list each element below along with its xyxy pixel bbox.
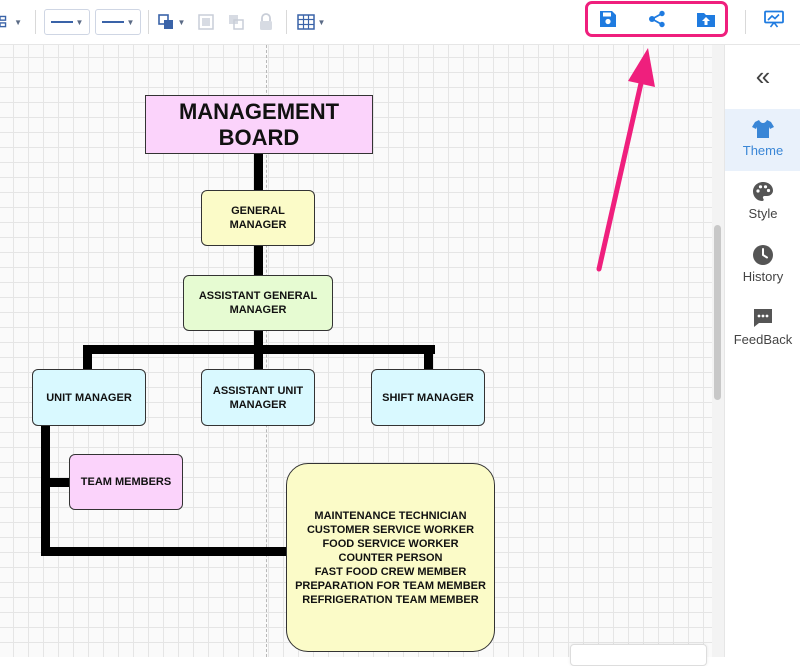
- save-button[interactable]: [596, 5, 620, 33]
- sidebar-item-label: History: [742, 269, 784, 284]
- line-end-icon: [101, 21, 124, 23]
- connector: [41, 426, 50, 556]
- divider: [286, 10, 287, 34]
- node-label: ASSISTANT UNIT MANAGER: [212, 384, 304, 411]
- node-label: GENERAL MANAGER: [229, 205, 287, 231]
- chevron-down-icon: ▼: [14, 17, 22, 27]
- node-label: ASSISTANT GENERAL MANAGER: [198, 290, 318, 316]
- sidebar-item-label: Theme: [742, 143, 784, 158]
- connector: [424, 345, 433, 369]
- node-management-board[interactable]: MANAGEMENT BOARD: [145, 95, 373, 154]
- table-icon: [296, 14, 315, 30]
- palette-icon: [753, 182, 773, 201]
- layout-button[interactable]: ▼: [0, 8, 22, 36]
- highlight-box: [585, 1, 728, 37]
- node-label: MAINTENANCE TECHNICIAN CUSTOMER SERVICE …: [295, 509, 486, 606]
- node-assistant-general-manager[interactable]: ASSISTANT GENERAL MANAGER: [183, 275, 333, 331]
- node-unit-manager[interactable]: UNIT MANAGER: [32, 369, 146, 426]
- connector: [254, 245, 263, 275]
- divider: [745, 10, 746, 34]
- page-tab[interactable]: [570, 644, 707, 666]
- present-icon: [764, 10, 784, 28]
- scrollbar-thumb[interactable]: [714, 225, 721, 400]
- arrange-icon: [157, 14, 173, 29]
- sidebar-item-label: FeedBack: [733, 332, 793, 347]
- node-label: UNIT MANAGER: [46, 391, 132, 404]
- share-button[interactable]: [645, 5, 669, 33]
- node-shift-manager[interactable]: SHIFT MANAGER: [371, 369, 485, 426]
- diagram-canvas[interactable]: MANAGEMENT BOARD GENERAL MANAGER ASSISTA…: [0, 45, 712, 657]
- table-button[interactable]: ▼: [296, 8, 326, 36]
- chevron-down-icon: ▼: [75, 17, 84, 27]
- line-style-icon: [50, 21, 73, 23]
- right-sidebar: « Theme Style History FeedBack: [724, 45, 800, 657]
- ungroup-button[interactable]: [226, 8, 246, 36]
- connector: [254, 152, 263, 191]
- toolbar: ▼ ▼ ▼ ▼ ▼: [0, 0, 800, 45]
- export-button[interactable]: [694, 5, 718, 33]
- shirt-icon: [752, 120, 774, 138]
- node-label: MANAGEMENT BOARD: [178, 98, 340, 150]
- collapse-panel-button[interactable]: «: [725, 59, 800, 93]
- node-label: TEAM MEMBERS: [80, 476, 172, 488]
- ungroup-icon: [229, 15, 244, 30]
- chevron-down-icon: ▼: [177, 17, 186, 27]
- group-button[interactable]: [196, 8, 216, 36]
- annotation-arrow: [596, 48, 655, 272]
- node-assistant-unit-manager[interactable]: ASSISTANT UNIT MANAGER: [201, 369, 315, 426]
- line-style-button[interactable]: ▼: [44, 9, 90, 35]
- connector: [83, 345, 92, 369]
- vertical-scrollbar[interactable]: [712, 45, 724, 657]
- sidebar-item-style[interactable]: Style: [725, 172, 800, 234]
- share-icon: [649, 10, 665, 28]
- node-label: SHIFT MANAGER: [382, 391, 474, 404]
- node-staff-roles[interactable]: MAINTENANCE TECHNICIAN CUSTOMER SERVICE …: [286, 463, 495, 652]
- divider: [35, 10, 36, 34]
- double-chevron-left-icon: «: [755, 61, 771, 91]
- lock-icon: [260, 13, 272, 30]
- chevron-down-icon: ▼: [317, 17, 326, 27]
- export-icon: [697, 13, 715, 27]
- group-icon: [198, 14, 214, 30]
- line-end-button[interactable]: ▼: [95, 9, 141, 35]
- connector: [41, 547, 288, 556]
- save-icon: [600, 11, 616, 27]
- node-team-members[interactable]: TEAM MEMBERS: [69, 454, 183, 510]
- node-general-manager[interactable]: GENERAL MANAGER: [201, 190, 315, 246]
- sidebar-item-label: Style: [748, 206, 778, 221]
- chevron-down-icon: ▼: [126, 17, 135, 27]
- clock-icon: [753, 245, 773, 265]
- sidebar-item-feedback[interactable]: FeedBack: [725, 298, 800, 360]
- lock-button[interactable]: [256, 8, 276, 36]
- connector: [83, 345, 435, 354]
- present-button[interactable]: [762, 5, 786, 33]
- sidebar-item-theme[interactable]: Theme: [725, 109, 800, 171]
- layout-icon: [0, 15, 7, 28]
- arrange-button[interactable]: ▼: [156, 8, 186, 36]
- sidebar-item-history[interactable]: History: [725, 235, 800, 297]
- divider: [148, 10, 149, 34]
- connector: [41, 478, 71, 487]
- feedback-icon: [754, 309, 772, 327]
